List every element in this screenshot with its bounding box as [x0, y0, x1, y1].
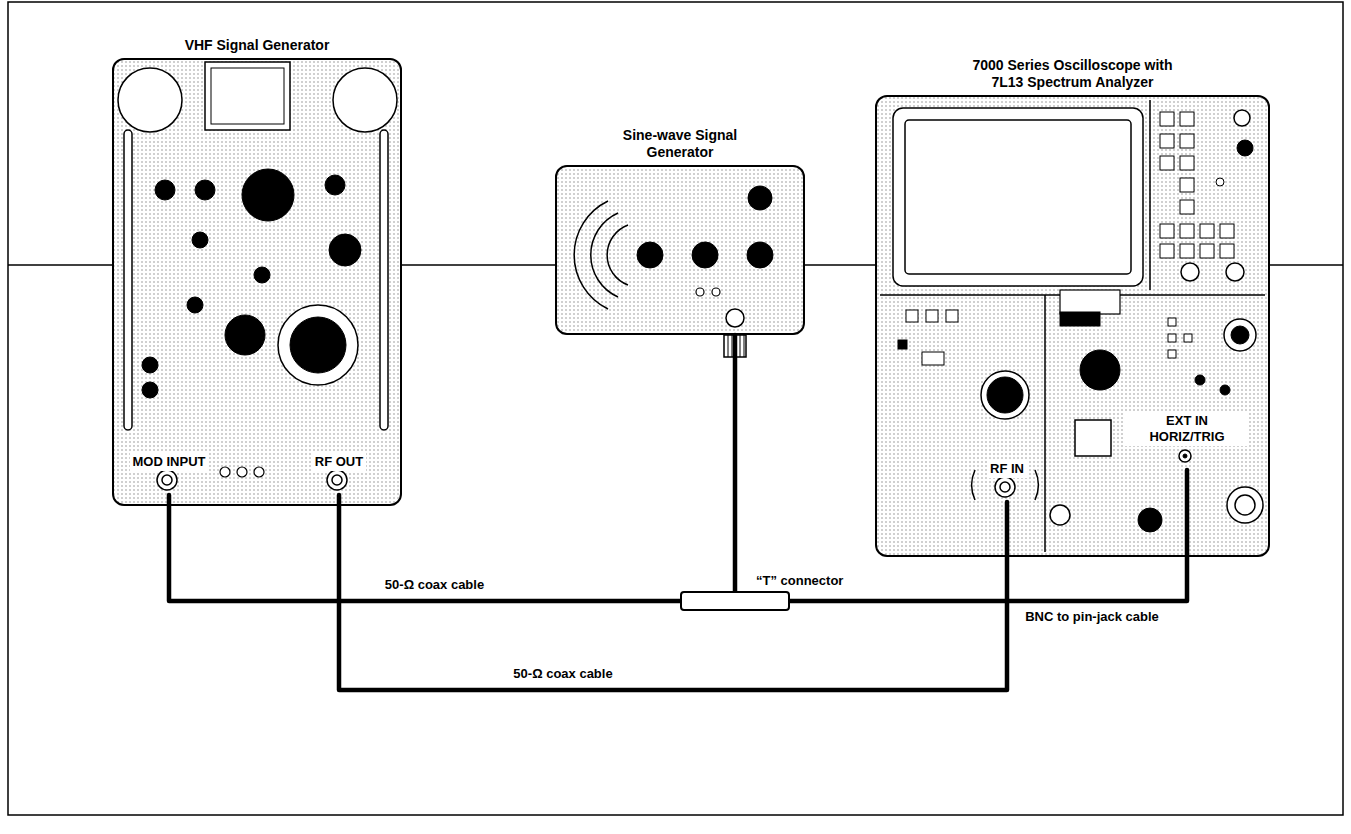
t-connector: “T” connector [680, 591, 790, 611]
oscilloscope-panel: RF INEXT IN HORIZ/TRIG7000 Series Oscill… [875, 95, 1270, 557]
oscilloscope-drawing [875, 95, 1270, 557]
jack-name: RF IN [987, 460, 1027, 478]
coax-cable [339, 495, 1007, 690]
jack-label: RF IN [972, 459, 1042, 502]
cable-label: BNC to pin-jack cable [1022, 609, 1162, 625]
coax-cable [169, 495, 680, 601]
jack-name: RF OUT [312, 453, 366, 471]
instrument-title: 7000 Series Oscilloscope with 7L13 Spect… [962, 57, 1184, 91]
instrument-title: Sine-wave Signal Generator [613, 127, 748, 161]
jack-label: RF OUT [299, 452, 379, 495]
cable-label: 50-Ω coax cable [382, 577, 487, 593]
coax-cable [790, 470, 1187, 601]
vhf-generator-drawing [112, 58, 402, 506]
sine-generator-drawing [555, 165, 805, 357]
jack-label: MOD INPUT [124, 452, 214, 495]
jack-name: EXT IN HORIZ/TRIG [1125, 412, 1249, 446]
signal-generator-panel: Sine-wave Signal Generator [555, 165, 805, 335]
cable-label: 50-Ω coax cable [510, 666, 615, 682]
instrument-title: VHF Signal Generator [112, 37, 402, 54]
jack-label: EXT IN HORIZ/TRIG [1125, 412, 1249, 470]
figure-frame [8, 2, 1343, 815]
signal-generator-panel: MOD INPUTRF OUTVHF Signal Generator [112, 58, 402, 506]
connector-label: “T” connector [754, 573, 845, 589]
jack-name: MOD INPUT [130, 453, 209, 471]
coax-cable [733, 335, 738, 591]
